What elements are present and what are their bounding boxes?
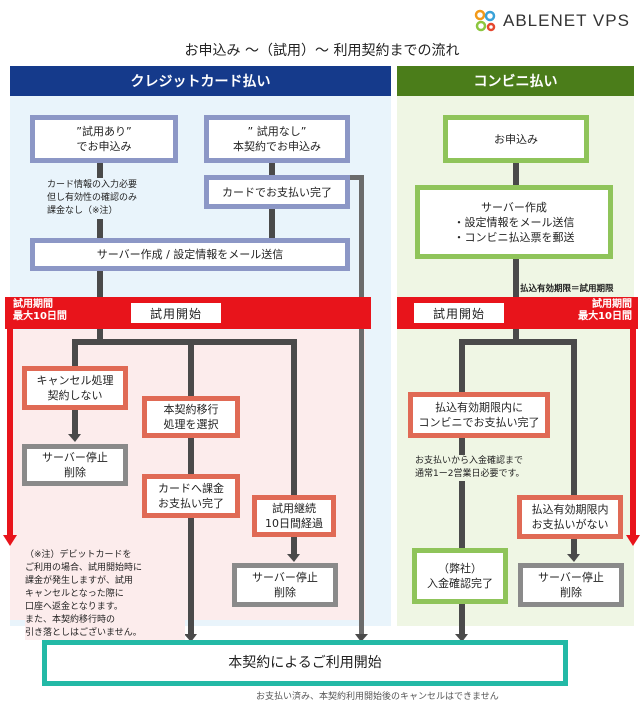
credit-trial-period-label: 試用期間 最大10日間 (13, 299, 67, 322)
trial-yes-box: ”試用あり” でお申込み (30, 115, 178, 163)
payment-deadline-note: 払込有効期限＝試用期限 (520, 284, 614, 294)
card-paid-box: カードでお支払い完了 (204, 175, 350, 209)
ablenet-logo: ABLENET VPS (473, 6, 638, 36)
convenience-trial-period-label: 試用期間 最大10日間 (578, 299, 632, 322)
connector-line (269, 150, 275, 178)
connector-line (459, 339, 465, 635)
credit-trial-side-line (7, 297, 13, 537)
not-paid-box: 払込有効期限内 お支払いがない (517, 495, 623, 539)
logo-circles-icon (474, 9, 496, 32)
connector-line (513, 160, 519, 188)
paid-in-time-box: 払込有効期限内に コンビニでお支払い完了 (408, 392, 550, 438)
convenience-apply-box: お申込み (443, 115, 589, 163)
connector-line (459, 339, 577, 345)
credit-bypass-line (359, 175, 364, 635)
logo-text: ABLENET VPS (503, 11, 630, 30)
page-title: お申込み 〜（試用）〜 利用契約までの流れ (184, 43, 460, 59)
deposit-confirmed-box: （弊社） 入金確認完了 (412, 548, 508, 604)
continue-box: 試用継続 10日間経過 (252, 495, 336, 537)
convenience-header: コンビニ払い (397, 66, 634, 96)
connector-line (269, 206, 275, 240)
convenience-server-setup-box: サーバー作成 ・設定情報をメール送信 ・コンビニ払込票を郵送 (415, 185, 613, 259)
credit-header: クレジットカード払い (10, 66, 391, 96)
convenience-trial-side-line (630, 297, 636, 537)
trial-no-box: ” 試用なし” 本契約でお申込み (204, 115, 350, 163)
card-info-note: カード情報の入力必要 但し有効性の確認のみ 課金なし（※注） (44, 178, 174, 219)
confirmation-note: お支払いから入金確認まで 通常1ー2営業日必要です。 (415, 455, 555, 481)
server-stop-box-2: サーバー停止 削除 (232, 563, 338, 607)
cancel-box: キャンセル処理 契約しない (22, 366, 128, 410)
convenience-server-stop-box: サーバー停止 削除 (518, 563, 624, 607)
migrate-box: 本契約移行 処理を選択 (142, 396, 240, 438)
server-setup-box: サーバー作成 / 設定情報をメール送信 (30, 238, 350, 271)
server-stop-box-1: サーバー停止 削除 (22, 444, 128, 486)
cancellation-note: お支払い済み、本契約利用開始後のキャンセルはできません (256, 692, 499, 702)
convenience-trial-start-label: 試用開始 (414, 303, 504, 323)
connector-line (72, 339, 297, 345)
card-charge-box: カードへ課金 お支払い完了 (142, 474, 240, 518)
debit-card-note: （※注）デビットカードを ご利用の場合、試用開始時に 課金が発生しますが、試用 … (25, 549, 185, 640)
connector-line (291, 339, 297, 555)
credit-trial-start-label: 試用開始 (131, 303, 221, 323)
connector-line (571, 339, 577, 555)
contract-start-box: 本契約によるご利用開始 (42, 640, 568, 686)
